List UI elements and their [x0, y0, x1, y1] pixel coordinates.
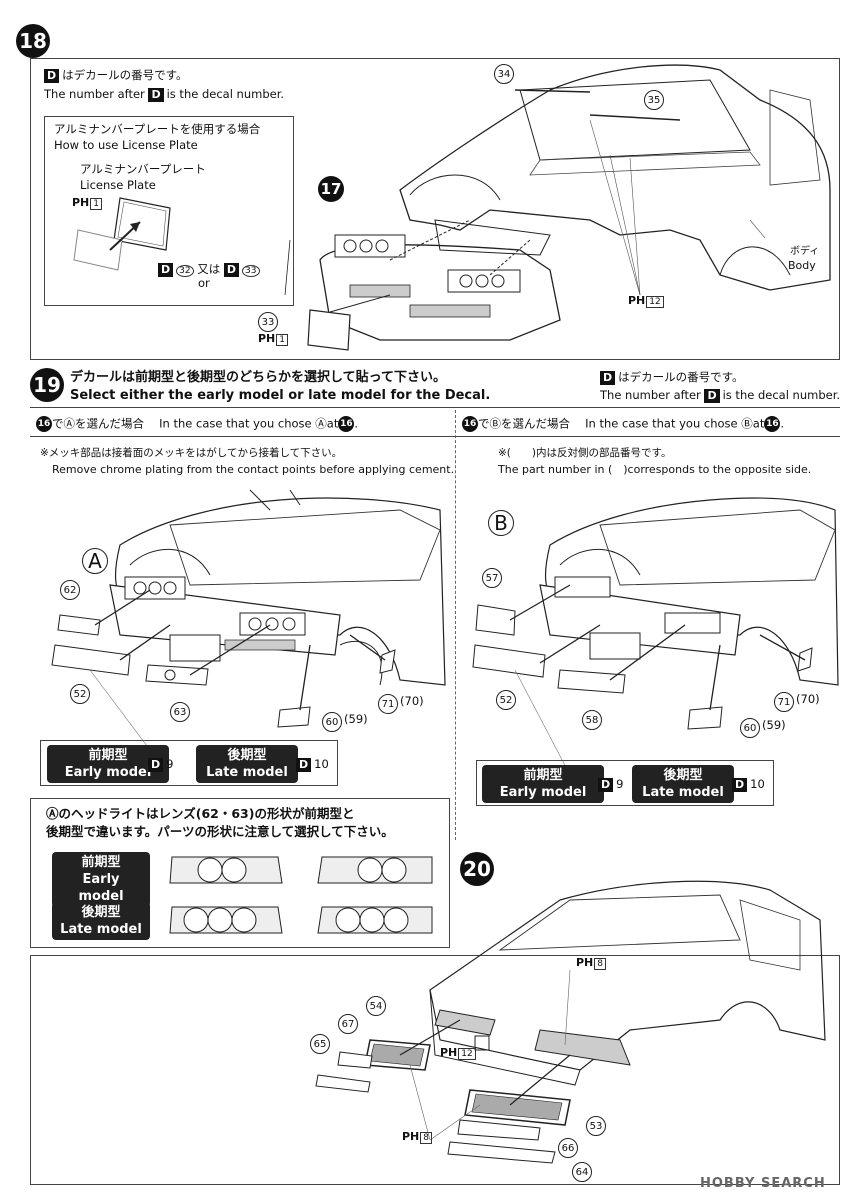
part-52-b: 52 [496, 690, 516, 710]
plate-title-en: How to use License Plate [54, 138, 198, 152]
headlight-note-line1: Ⓐのヘッドライトはレンズ(62・63)の形状が前期型と [46, 806, 355, 821]
part-57: 57 [482, 568, 502, 588]
part-52-a: 52 [70, 684, 90, 704]
part-34-callout: 34 [494, 64, 514, 84]
license-plate-drawing [73, 197, 171, 271]
part-71-b: 71 [774, 692, 794, 712]
step-18-badge: 18 [16, 24, 50, 58]
step19-title-en: Select either the early model or late mo… [70, 388, 491, 403]
case-b-car-drawing [472, 497, 839, 776]
part-70-b: (70) [796, 692, 820, 706]
headlight-note-box [30, 798, 450, 948]
step-18-panel [30, 58, 840, 360]
case-b-label: B [488, 510, 514, 536]
opposite-note-jp: ※( )内は反対側の部品番号です。 [498, 447, 672, 459]
part-65: 65 [310, 1034, 330, 1054]
part-58: 58 [582, 710, 602, 730]
part-54: 54 [366, 996, 386, 1016]
step-20-badge: 20 [460, 852, 494, 886]
chrome-note-en: Remove chrome plating from the contact p… [52, 463, 455, 476]
part-17-callout: 17 [318, 176, 344, 202]
step20-car-rear-drawing [315, 880, 826, 1164]
part-71-a: 71 [378, 694, 398, 714]
or-en: or [198, 276, 210, 290]
part-66: 66 [558, 1138, 578, 1158]
plate-label-jp: アルミナンバープレート [80, 162, 206, 176]
step19-top-rule [30, 407, 840, 408]
step19-case-rule [30, 436, 840, 437]
part-60-a: 60 [322, 712, 342, 732]
part-63: 63 [170, 702, 190, 722]
early-lens-shapes [169, 856, 433, 884]
part-35-callout: 35 [644, 90, 664, 110]
part-53: 53 [586, 1116, 606, 1136]
case-a-model-box [40, 740, 338, 786]
step-19-badge: 19 [30, 368, 64, 402]
part-59-b: (59) [762, 718, 786, 732]
step19-title-jp: デカールは前期型と後期型のどちらかを選択して貼って下さい。 [70, 370, 446, 385]
case-a-label: A [82, 548, 108, 574]
headlight-note-line2: 後期型で違います。パーツの形状に注意して選択して下さい。 [46, 824, 394, 839]
plate-title-jp: アルミナンバープレートを使用する場合 [54, 122, 261, 136]
case-b-model-box [476, 760, 774, 806]
part-62: 62 [60, 580, 80, 600]
part-64: 64 [572, 1162, 592, 1182]
body-label-en: Body [788, 259, 816, 272]
part-59-a: (59) [344, 712, 368, 726]
case-divider [455, 410, 456, 840]
hobby-search-watermark: HOBBY SEARCH [700, 1176, 826, 1191]
part-60-b: 60 [740, 718, 760, 738]
part-33-callout: 33 [258, 312, 278, 332]
license-plate-inset [44, 116, 294, 306]
body-label-jp: ボディ [790, 246, 820, 257]
part-67: 67 [338, 1014, 358, 1034]
opposite-note-en: The part number in ( )corresponds to the… [498, 463, 812, 476]
late-lens-shapes [169, 906, 433, 934]
step-20-panel [30, 955, 840, 1185]
case-a-car-drawing [51, 489, 446, 751]
step18-car-front-drawing [284, 64, 831, 351]
plate-label-en: License Plate [80, 178, 156, 192]
chrome-note-jp: ※メッキ部品は接着面のメッキをはがしてから接着して下さい。 [40, 447, 343, 459]
part-70-a: (70) [400, 694, 424, 708]
